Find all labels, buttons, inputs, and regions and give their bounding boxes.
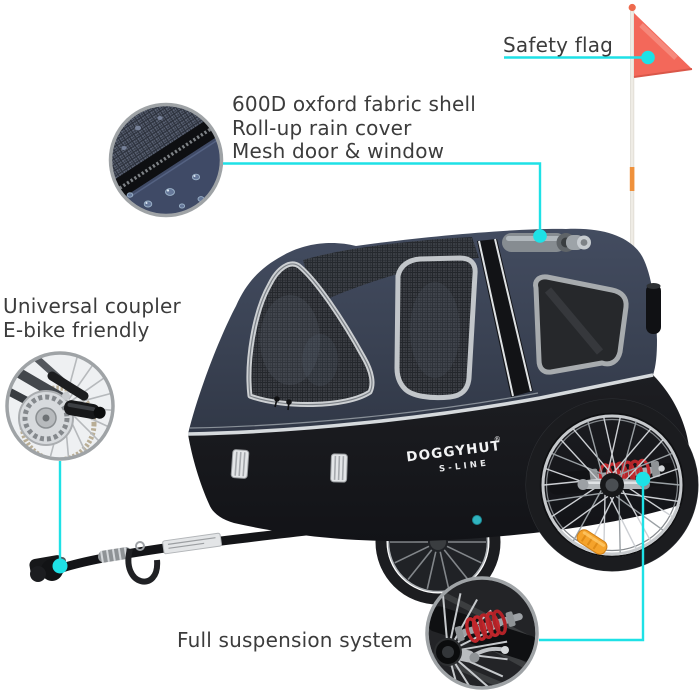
coupler-line-2: E-bike friendly [3, 317, 150, 342]
coupler-detail-inset [5, 351, 115, 461]
shell-feature-line-3: Mesh door & window [232, 139, 445, 163]
side-mesh-window [394, 255, 478, 401]
front-mesh-door [246, 261, 375, 411]
strap-divider [477, 238, 533, 397]
trailer-body: DOGGYHUT ® S-LINE [187, 228, 691, 542]
wheel-reflector [576, 529, 608, 555]
inset-shock [454, 609, 523, 643]
safety-strap [125, 548, 161, 585]
suspension-detail-inset [425, 576, 539, 690]
near-wheel [525, 398, 699, 572]
front-reflector [230, 449, 250, 479]
shell-callout-dot [533, 229, 547, 243]
suspension-label: Full suspension system [177, 628, 413, 652]
shell-callout-line [223, 162, 542, 230]
coupler-label: Universal coupler E-bike friendly [3, 294, 181, 342]
fabric-detail-inset [108, 102, 224, 218]
inset-border [425, 576, 539, 690]
coupler-callout-dot [52, 558, 68, 574]
suspension-callout-dot [635, 471, 651, 487]
front-reflector [330, 453, 348, 483]
flag-holder [646, 283, 661, 334]
shell-feature-line-1: 600D oxford fabric shell [232, 92, 477, 116]
safety-flag-callout-dot [641, 50, 655, 65]
inset-border [108, 102, 224, 218]
reflective-stripe-echo [189, 392, 539, 429]
hitch-spring [97, 547, 132, 563]
reflective-stripe [187, 373, 654, 436]
safety-flag-label: Safety flag [503, 33, 614, 57]
water-droplets [121, 116, 205, 209]
frame-knob [472, 515, 482, 525]
flag-highlight [639, 23, 678, 60]
spokes [543, 417, 681, 553]
shell-feature-line-2: Roll-up rain cover [232, 115, 412, 140]
rim [541, 414, 683, 556]
inset-border [5, 351, 115, 461]
coupler-line-1: Universal coupler [3, 294, 181, 318]
flag-shade [633, 68, 693, 78]
strap-ring [135, 541, 145, 551]
suspension-callout-line [539, 486, 645, 642]
brand-registered-mark: ® [493, 435, 501, 444]
tire [526, 399, 698, 571]
tow-bar-label [162, 532, 222, 555]
shell-features-label: 600D oxford fabric shell Roll-up rain co… [232, 92, 477, 164]
hub [577, 473, 650, 497]
rear-window [533, 274, 629, 375]
roof-mesh-panel [303, 237, 479, 300]
flag-pole-orange-band [629, 167, 635, 191]
rolled-rain-cover [502, 233, 591, 252]
flag-pole-tip [628, 3, 636, 12]
coupler-axle [63, 400, 106, 419]
